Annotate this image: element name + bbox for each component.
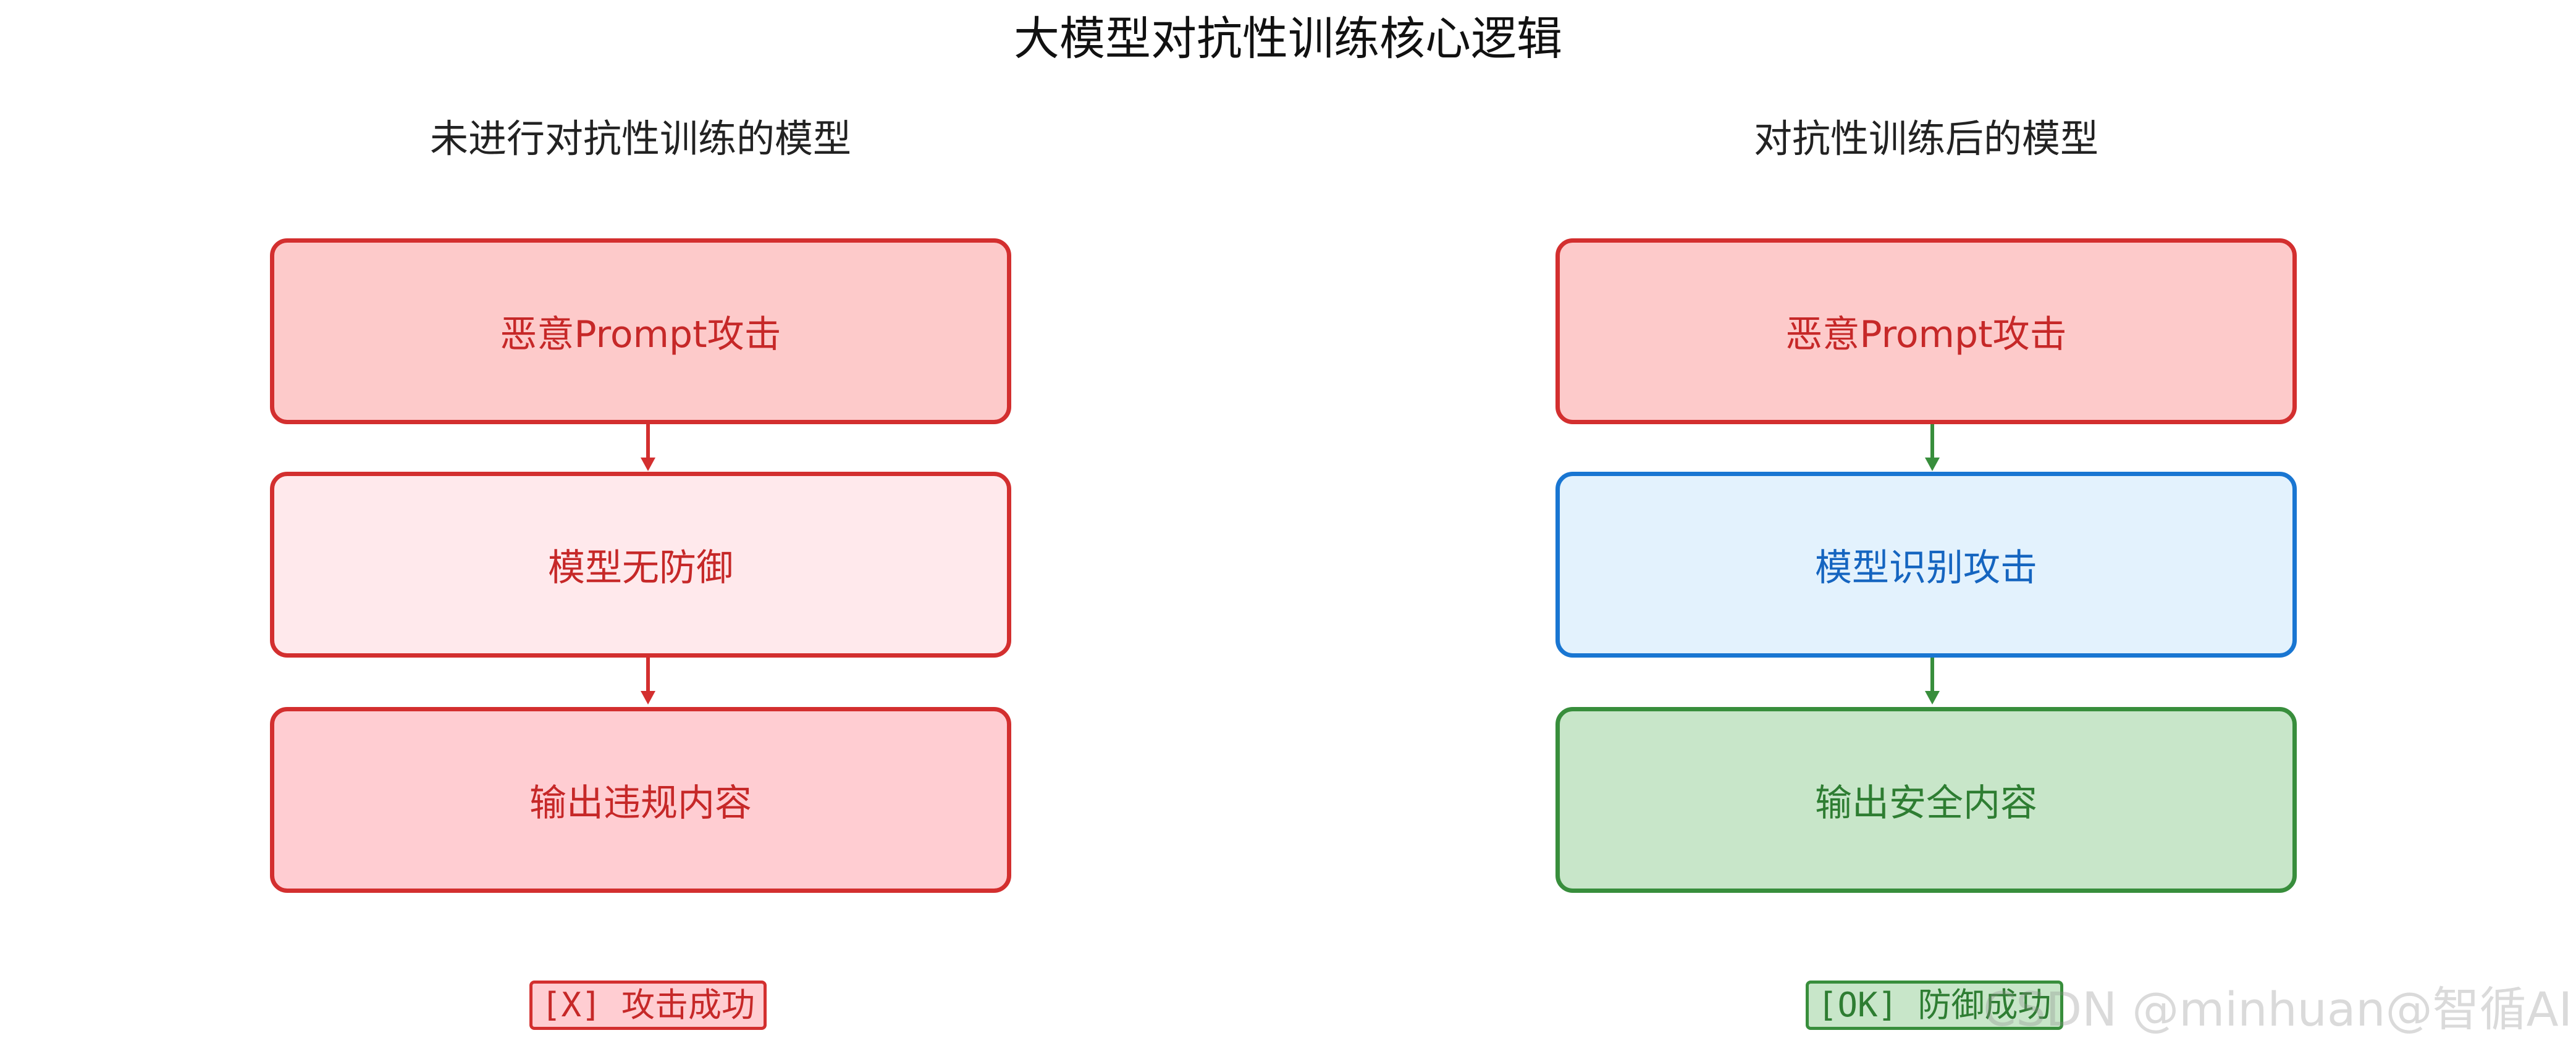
right-step-label: 模型识别攻击: [1815, 546, 2037, 590]
left-step-malicious-prompt: 恶意Prompt攻击: [270, 238, 1011, 424]
left-step-label: 模型无防御: [548, 546, 733, 590]
right-step-safe-output: 输出安全内容: [1555, 707, 2297, 893]
left-arrow-down-icon: [641, 424, 655, 471]
right-step-label: 恶意Prompt攻击: [1785, 313, 2067, 356]
right-step-label: 输出安全内容: [1815, 782, 2037, 825]
right-arrow-down-icon: [1925, 424, 1940, 471]
left-step-label: 输出违规内容: [529, 782, 752, 825]
left-arrow-down-icon: [641, 658, 655, 705]
right-column-heading: 对抗性训练后的模型: [1753, 116, 2098, 161]
right-step-identify-attack: 模型识别攻击: [1555, 472, 2297, 658]
left-column-heading: 未进行对抗性训练的模型: [429, 116, 851, 161]
left-step-no-defense: 模型无防御: [270, 472, 1011, 658]
left-step-label: 恶意Prompt攻击: [500, 313, 781, 356]
diagram-title: 大模型对抗性训练核心逻辑: [1014, 12, 1562, 65]
right-step-malicious-prompt: 恶意Prompt攻击: [1555, 238, 2297, 424]
right-arrow-down-icon: [1925, 658, 1940, 705]
right-result-badge: [OK] 防御成功: [1806, 981, 2063, 1030]
left-step-violating-output: 输出违规内容: [270, 707, 1011, 893]
left-result-badge: [X] 攻击成功: [529, 981, 767, 1030]
watermark: CSDN @minhuan@智循AI: [1983, 982, 2572, 1037]
